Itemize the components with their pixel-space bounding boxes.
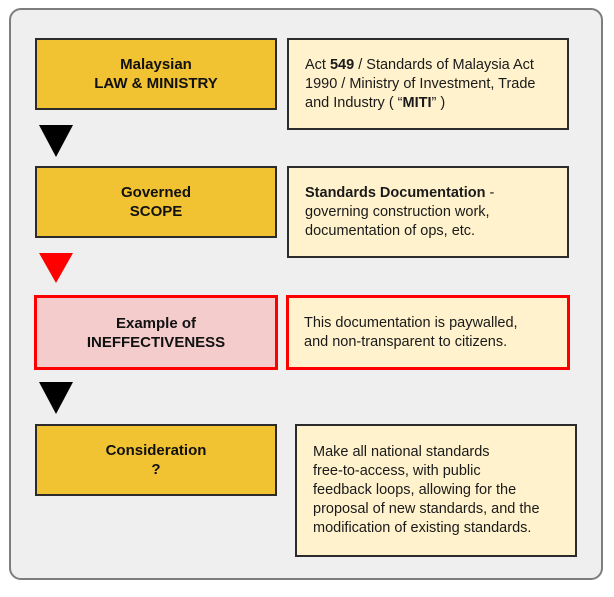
miti-abbrev: MITI [402,94,432,111]
step-ineffectiveness: Example of INEFFECTIVENESS [34,295,278,370]
detail-line: feedback loops, allowing for the [313,482,517,498]
detail-line: Make all national standards [313,444,490,460]
step-label-line2: SCOPE [129,203,183,220]
standards-doc-title: Standards Documentation [305,184,486,201]
down-arrow-icon [39,382,73,414]
detail-line: modification of existing standards. [313,520,532,536]
step-label-line2: LAW & MINISTRY [94,75,218,92]
detail-line: documentation of ops, etc. [305,222,476,239]
down-arrow-icon-red [39,253,73,283]
detail-consideration: Make all national standards free-to-acce… [295,424,577,557]
step-governed-scope: Governed SCOPE [35,166,277,238]
act-number: 549 [329,56,355,73]
step-law-ministry: Malaysian LAW & MINISTRY [35,38,277,110]
down-arrow-icon [39,125,73,157]
step-consideration: Consideration ? [35,424,277,496]
detail-line: Act 549 / Standards of Malaysia Act [305,56,534,73]
step-label-line1: Malaysian [120,56,192,73]
detail-line: 1990 / Ministry of Investment, Trade [305,75,536,92]
detail-ineffectiveness: This documentation is paywalled, and non… [286,295,570,370]
detail-line: This documentation is paywalled, [304,314,518,331]
detail-law-ministry: Act 549 / Standards of Malaysia Act 1990… [287,38,569,130]
detail-line: Standards Documentation - [305,184,495,201]
step-label-line1: Governed [120,184,192,201]
step-label-line2: ? [151,461,161,478]
detail-line: proposal of new standards, and the [313,501,540,517]
step-label-line1: Consideration [105,442,207,459]
detail-line: and non-transparent to citizens. [304,333,508,350]
step-label-line1: Example of [115,314,196,332]
detail-line: free-to-access, with public [313,463,481,479]
detail-line: governing construction work, [305,203,490,220]
detail-line: and Industry ( “MITI” ) [305,94,446,111]
step-label-line2: INEFFECTIVENESS [86,333,226,351]
detail-governed-scope: Standards Documentation - governing cons… [287,166,569,258]
